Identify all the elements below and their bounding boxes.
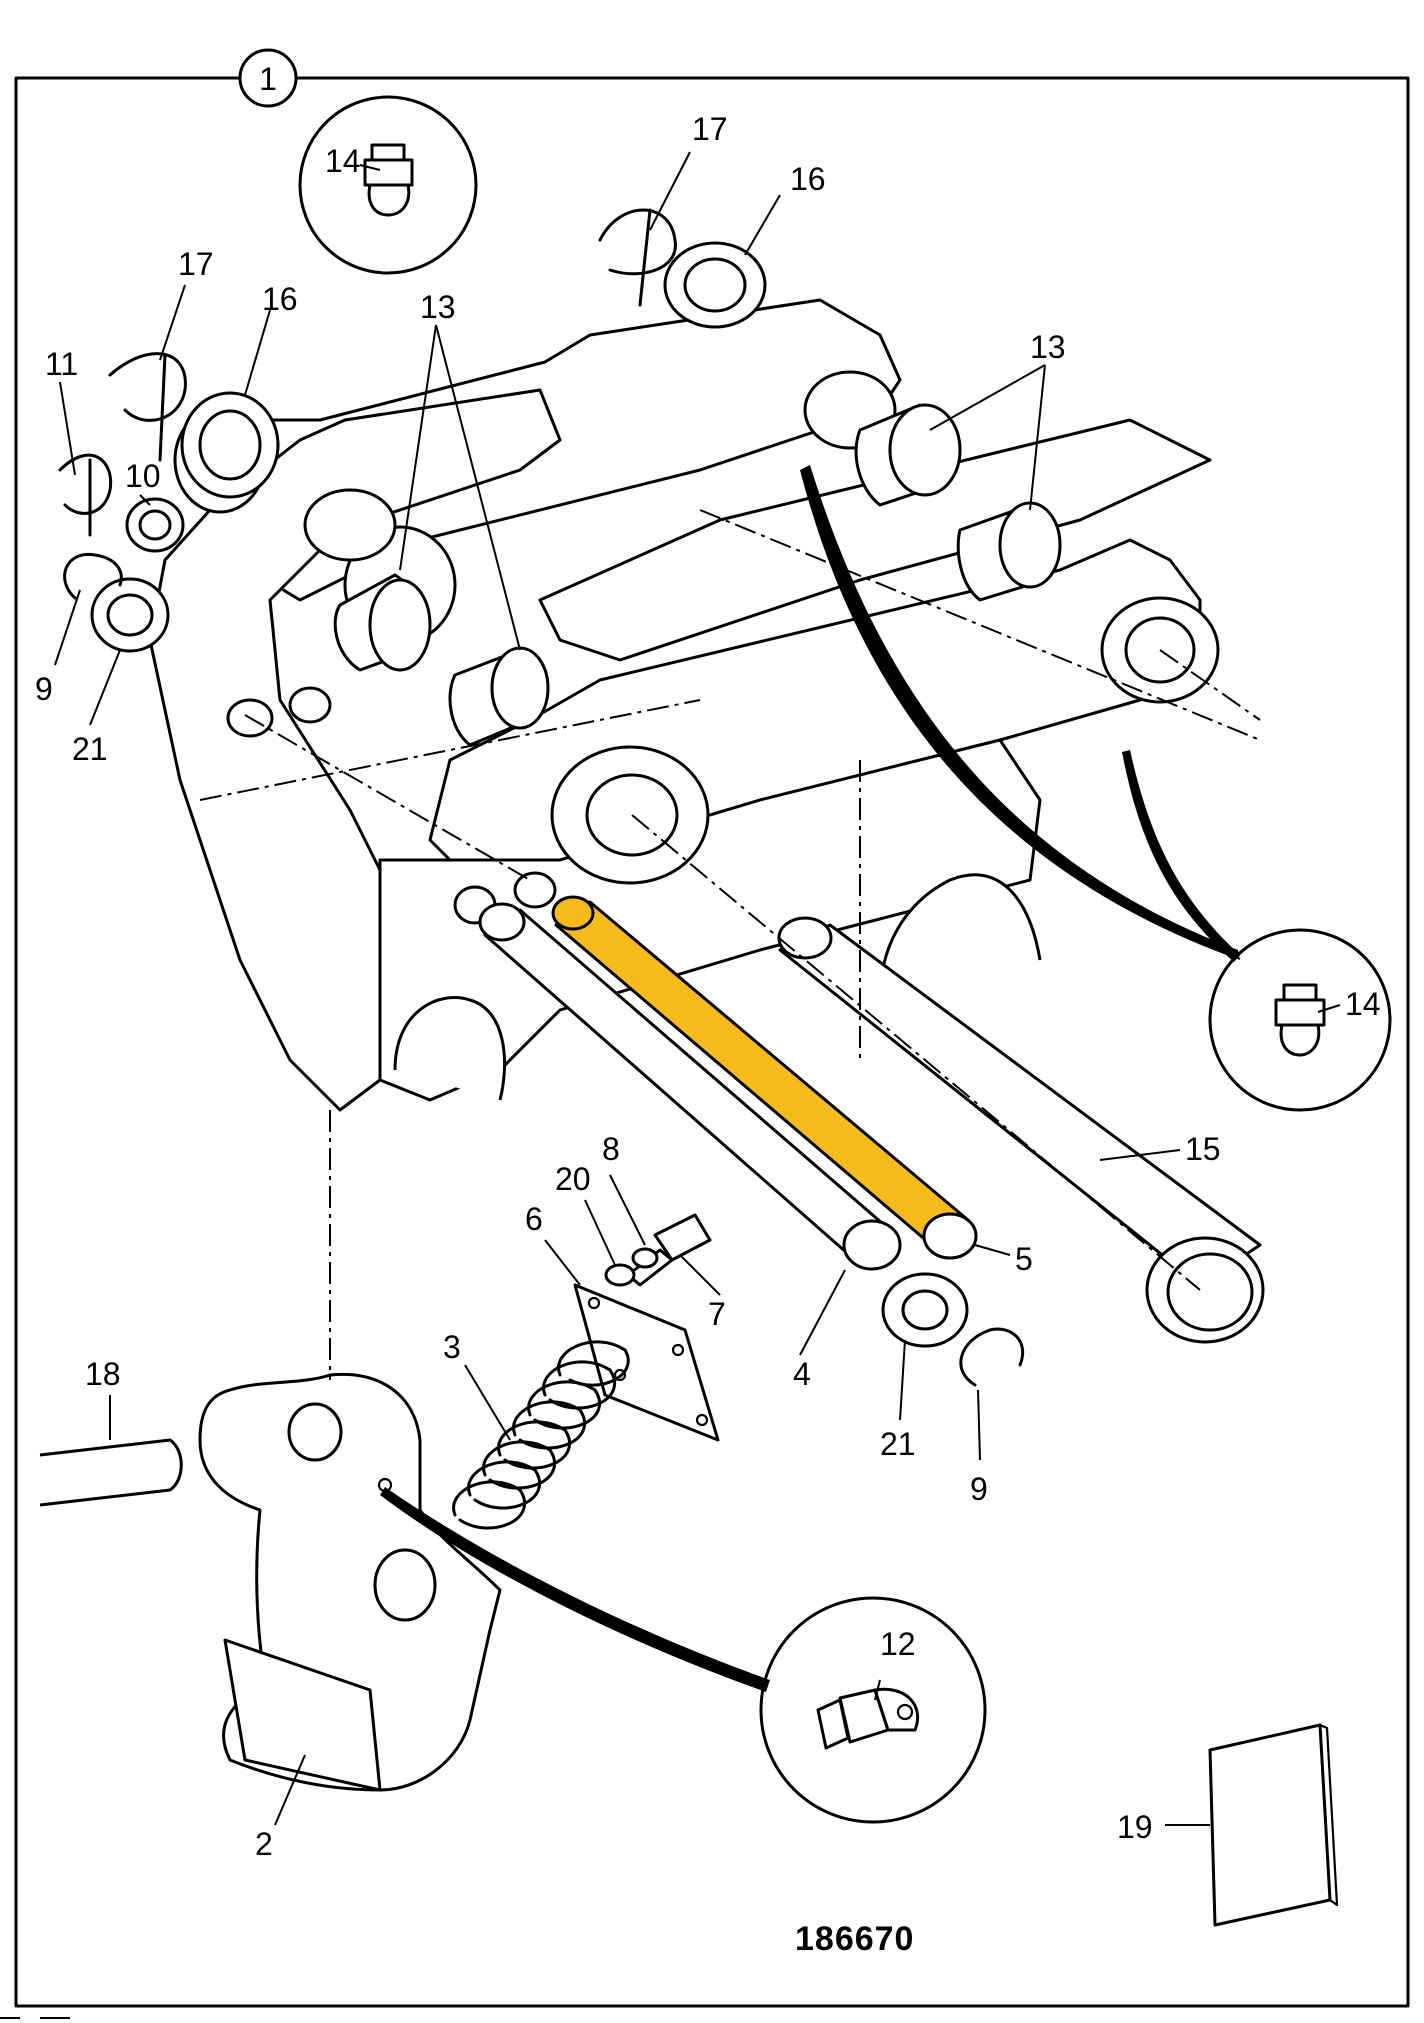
pin-15 <box>777 916 1265 1344</box>
right-top-fasteners <box>598 208 767 329</box>
callout-20: 20 <box>555 1161 591 1197</box>
callout-labels: 14 14 12 17 16 17 16 13 13 11 10 9 21 15… <box>35 111 1381 1862</box>
r-clip-17-right <box>598 208 677 276</box>
latch-2 <box>198 1372 502 1792</box>
callout-4: 4 <box>793 1356 811 1392</box>
pin-4 <box>478 902 902 1271</box>
bar-18 <box>39 1438 183 1507</box>
front-hook-slot <box>393 996 506 1101</box>
r-clip-17-left <box>108 352 187 422</box>
washer-20 <box>604 1263 636 1287</box>
spring-3 <box>452 1340 630 1530</box>
callout-8: 8 <box>602 1131 620 1167</box>
inner-boss <box>303 488 397 562</box>
pin-15-end-near <box>777 916 833 960</box>
callout-9-right: 9 <box>970 1471 988 1507</box>
lower-body <box>378 738 1042 1102</box>
manual-19 <box>1208 1723 1339 1927</box>
bush-13-group <box>333 403 1062 747</box>
bolt-7-head <box>653 1213 712 1262</box>
left-fasteners <box>58 352 280 653</box>
callout-14-right: 14 <box>1345 986 1381 1022</box>
cover-plate-assembly <box>573 1213 720 1442</box>
lead-band-12 <box>380 1487 770 1692</box>
cover-plate-6 <box>573 1283 720 1442</box>
callout-13-right: 13 <box>1030 329 1066 365</box>
inset-12 <box>759 1596 987 1824</box>
callout-12: 12 <box>880 1626 916 1662</box>
lead-band-right-2 <box>1122 750 1240 962</box>
callout-17-left: 17 <box>178 246 214 282</box>
callout-16-right: 16 <box>790 161 826 197</box>
pin-5-end-near <box>551 895 595 931</box>
pin-4-end-far <box>842 1219 902 1271</box>
pin-4-end-near <box>478 902 526 942</box>
figure-number-bubble: 1 <box>238 48 298 108</box>
right-lower-fasteners <box>881 1272 1025 1387</box>
callout-14-top: 14 <box>325 143 361 179</box>
callout-10: 10 <box>125 458 161 494</box>
main-frame-assembly <box>148 298 1220 1112</box>
front-plate-hole-2 <box>513 871 557 909</box>
callout-7: 7 <box>708 1296 726 1332</box>
bush-13-c-face <box>888 403 962 497</box>
left-plate-hole-2 <box>288 686 332 724</box>
pin-5-highlighted <box>551 895 978 1260</box>
callout-11: 11 <box>45 346 78 382</box>
callout-19: 19 <box>1117 1809 1153 1845</box>
callout-16-left: 16 <box>262 281 298 317</box>
pin-5-end-far <box>922 1212 978 1260</box>
latch-2-hole-top <box>287 1402 343 1462</box>
callout-3: 3 <box>443 1329 461 1365</box>
callout-2: 2 <box>255 1826 273 1862</box>
callout-18: 18 <box>85 1356 121 1392</box>
callout-21-left: 21 <box>72 731 108 767</box>
callout-6: 6 <box>525 1201 543 1237</box>
drawing-reference-number: 186670 <box>795 1920 914 1958</box>
figure-number: 1 <box>259 61 277 97</box>
washer-8 <box>631 1247 659 1269</box>
circlip-9-left <box>63 553 123 600</box>
callout-21-right: 21 <box>880 1426 916 1462</box>
circlip-9-right <box>959 1327 1025 1387</box>
latch-2-hole-lower <box>373 1548 437 1622</box>
inset-14-top <box>298 95 478 275</box>
latch-2-foot <box>223 1638 382 1792</box>
r-clip-11 <box>58 453 113 515</box>
right-hook-slot <box>878 873 1042 1001</box>
leader-lines <box>54 151 1341 1826</box>
callout-5: 5 <box>1015 1241 1033 1277</box>
callout-17-right: 17 <box>692 111 728 147</box>
callout-9-left: 9 <box>35 671 53 707</box>
inset-14-right <box>1208 928 1392 1112</box>
drawing-frame <box>14 76 1410 2008</box>
bush-13-d-face <box>998 501 1062 589</box>
bush-13-a-face <box>368 578 432 672</box>
center-lines <box>199 509 1261 1380</box>
callout-15: 15 <box>1185 1131 1221 1167</box>
manual-19-cover <box>1208 1723 1332 1927</box>
callout-13-left: 13 <box>420 289 456 325</box>
bush-13-b-face <box>490 646 550 730</box>
